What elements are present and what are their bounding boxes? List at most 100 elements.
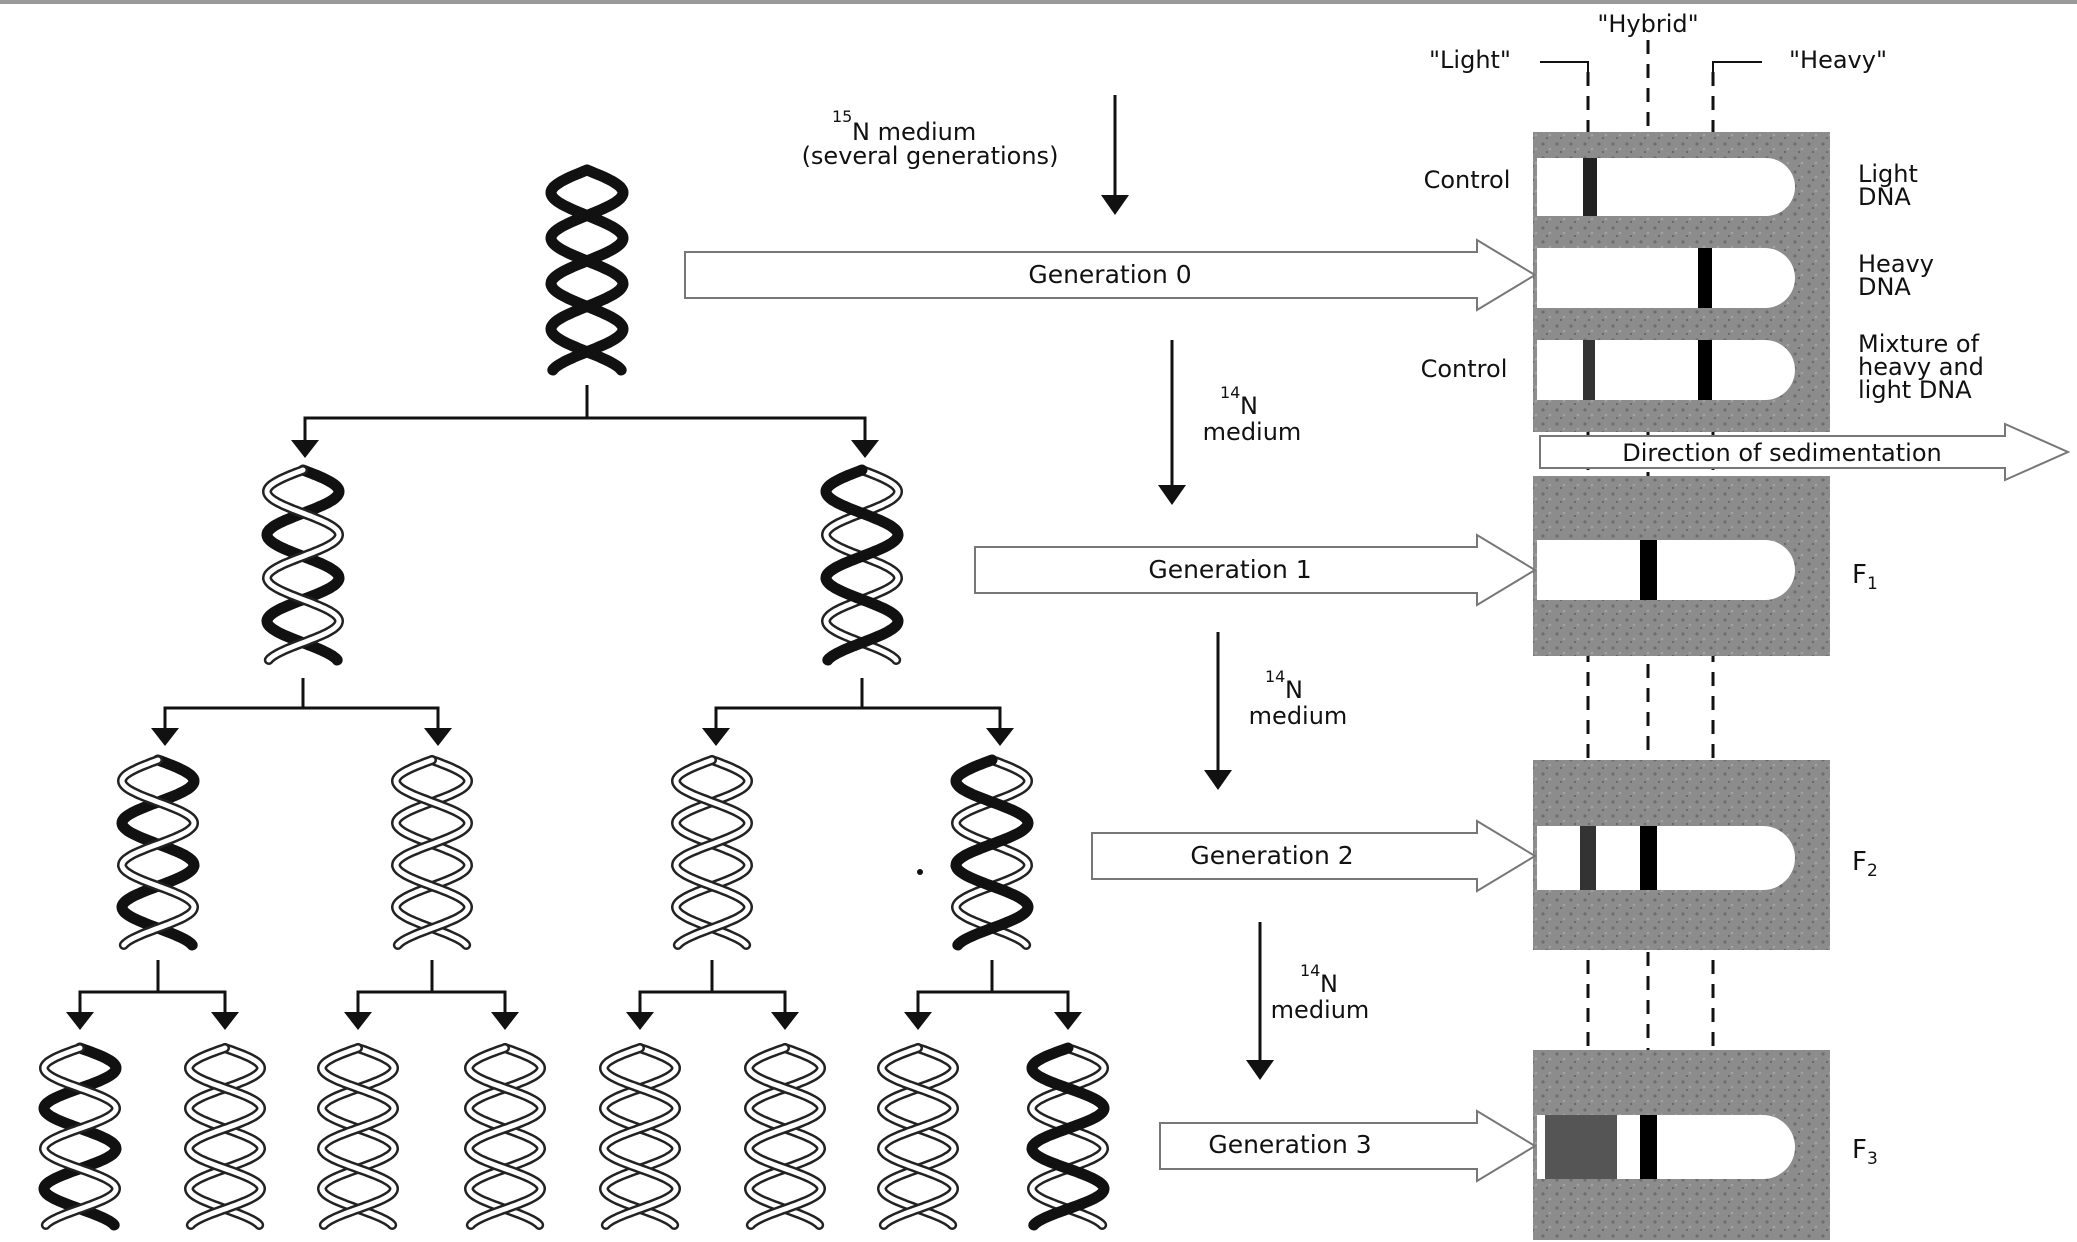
n14-medium: medium (1249, 702, 1348, 730)
medium-arrow-n14-1 (1158, 340, 1186, 505)
connector-gen1-right (702, 678, 1014, 746)
connector-arrowhead (151, 728, 179, 746)
generation-3-label: Generation 3 (1208, 1130, 1371, 1159)
connector-line (716, 678, 1000, 730)
connector-arrowhead (1054, 1012, 1082, 1030)
helix-gen2-b (396, 760, 468, 945)
n14-label-1: 14 N medium (1203, 383, 1302, 446)
connector-gen1-left (151, 678, 452, 746)
connector-line (80, 960, 225, 1014)
connector-line (640, 960, 785, 1014)
tube-mixture-control (1537, 340, 1795, 400)
arrow-head (1158, 485, 1186, 505)
helix-gen1-left (267, 470, 339, 660)
connector-arrowhead (702, 728, 730, 746)
n14-label-2: 14 N medium (1249, 667, 1348, 730)
helix-gen3-5 (749, 1048, 821, 1225)
n14-label-3: 14 N medium (1271, 961, 1370, 1024)
tube-f2 (1537, 826, 1795, 890)
arrow-head (1101, 195, 1129, 215)
band-f2-light (1580, 826, 1596, 890)
helix-gen3-0 (44, 1048, 116, 1225)
connector-gen2-c (626, 960, 799, 1030)
sedimentation-arrow: Direction of sedimentation (1540, 424, 2068, 480)
n14-sup: 14 (1265, 667, 1285, 686)
medium-arrow-n14-2 (1204, 632, 1232, 790)
connector-gen0 (291, 385, 879, 458)
helix-gen3-3 (469, 1048, 541, 1225)
light-dna-line2: DNA (1858, 183, 1911, 211)
connector-arrowhead (851, 440, 879, 458)
header-heavy: "Heavy" (1789, 46, 1887, 74)
connector-arrowhead (904, 1012, 932, 1030)
tube-light-control (1537, 158, 1795, 216)
header-heavy-leader (1713, 62, 1762, 72)
band-mixture-light (1583, 340, 1595, 400)
connector-line (165, 678, 438, 730)
connector-gen2-a (66, 960, 239, 1030)
helix-gen3-2 (322, 1048, 394, 1225)
connector-arrowhead (424, 728, 452, 746)
header-hybrid: "Hybrid" (1597, 10, 1698, 38)
mixture-line3: light DNA (1858, 376, 1972, 404)
n14-n: N (1320, 970, 1338, 998)
helix-gen1-right (826, 470, 898, 660)
connector-arrowhead (491, 1012, 519, 1030)
f2-label: F2 (1852, 847, 1878, 881)
generation-arrows (685, 240, 1535, 1181)
n14-medium-labels: 14 N medium 14 N medium 14 N medium (1203, 383, 1370, 1024)
n14-medium: medium (1271, 996, 1370, 1024)
n14-sup: 14 (1220, 383, 1240, 402)
tube-heavy (1537, 248, 1795, 308)
column-headers: "Hybrid" "Light" "Heavy" (1429, 10, 1887, 74)
f-labels: F1 F2 F3 (1852, 560, 1878, 1169)
stray-dot (917, 869, 923, 875)
sedimentation-label: Direction of sedimentation (1622, 439, 1941, 467)
connector-arrowhead (291, 440, 319, 458)
helix-gen2-a (122, 760, 194, 945)
band-f3-light-smear (1545, 1115, 1617, 1179)
medium-arrow-n15 (1101, 95, 1129, 215)
band-mixture-heavy (1698, 340, 1712, 400)
n15-superscript: 15 (832, 107, 852, 126)
n14-n: N (1285, 676, 1303, 704)
n14-n: N (1240, 392, 1258, 420)
connector-arrowhead (626, 1012, 654, 1030)
connector-line (358, 960, 505, 1014)
connector-line (918, 960, 1068, 1014)
generation-0-label: Generation 0 (1028, 260, 1191, 289)
connector-arrowhead (344, 1012, 372, 1030)
helix-gen3-1 (189, 1048, 261, 1225)
helix-gen2-d (956, 760, 1028, 945)
helix-gen2-c (676, 760, 748, 945)
tube-right-labels: Light DNA Heavy DNA Mixture of heavy and… (1858, 160, 1984, 404)
f3-label: F3 (1852, 1135, 1878, 1169)
arrow-head (1204, 770, 1232, 790)
connector-arrowhead (66, 1012, 94, 1030)
gel-panels (1533, 132, 1830, 1240)
control-label-1: Control (1424, 166, 1511, 194)
n15-subtext: (several generations) (802, 142, 1059, 170)
band-f3-hybrid (1640, 1115, 1657, 1179)
f1-label: F1 (1852, 560, 1878, 594)
tube-f1 (1537, 540, 1795, 600)
helix-gen3-6 (882, 1048, 954, 1225)
generation-1-label: Generation 1 (1148, 555, 1311, 584)
band-light (1583, 158, 1597, 216)
generation-2-label: Generation 2 (1190, 841, 1353, 870)
dna-helices (44, 170, 1104, 1225)
helix-gen0 (551, 170, 623, 370)
connector-gen2-d (904, 960, 1082, 1030)
helix-gen3-7 (1032, 1048, 1104, 1225)
connector-line (305, 385, 865, 442)
n15-medium-label: 15 N medium (several generations) (802, 107, 1059, 170)
header-light: "Light" (1429, 46, 1511, 74)
arrow-head (1246, 1060, 1274, 1080)
lineage-tree (66, 385, 1082, 1030)
connector-arrowhead (211, 1012, 239, 1030)
helix-gen3-4 (604, 1048, 676, 1225)
control-label-2: Control (1421, 355, 1508, 383)
header-light-leader (1540, 62, 1588, 72)
